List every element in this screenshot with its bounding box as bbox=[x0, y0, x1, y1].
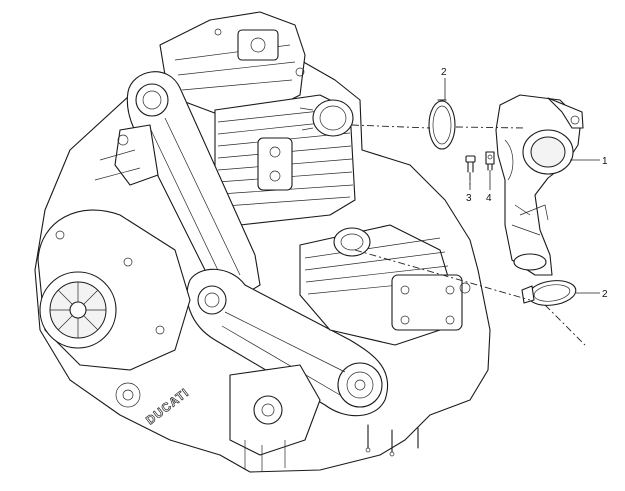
gearbox-lower bbox=[115, 364, 321, 472]
front-intake-port bbox=[333, 227, 371, 257]
part-2-clamp-lower bbox=[521, 280, 577, 306]
timing-belt-cover-front bbox=[186, 268, 389, 417]
callouts: 2 1 3 4 2 bbox=[441, 67, 608, 300]
timing-belt-cover-rear bbox=[126, 71, 261, 301]
callout-1: 1 bbox=[602, 156, 608, 167]
part-1-intake-manifold bbox=[495, 94, 584, 276]
engine-assembly: DUCATI bbox=[34, 11, 491, 473]
part-3-bolt bbox=[465, 155, 476, 173]
callout-4: 4 bbox=[486, 193, 492, 204]
callout-3: 3 bbox=[466, 193, 472, 204]
rear-intake-port bbox=[299, 99, 354, 137]
callout-2-lower: 2 bbox=[602, 289, 608, 300]
part-4-washer bbox=[485, 151, 495, 171]
oil-filter-area bbox=[94, 124, 159, 186]
callout-2-upper: 2 bbox=[441, 67, 447, 78]
rear-cylinder-head bbox=[159, 11, 306, 116]
alternator-cover bbox=[37, 209, 191, 371]
front-cylinder bbox=[299, 224, 471, 346]
part-2-clamp-upper bbox=[428, 99, 456, 150]
